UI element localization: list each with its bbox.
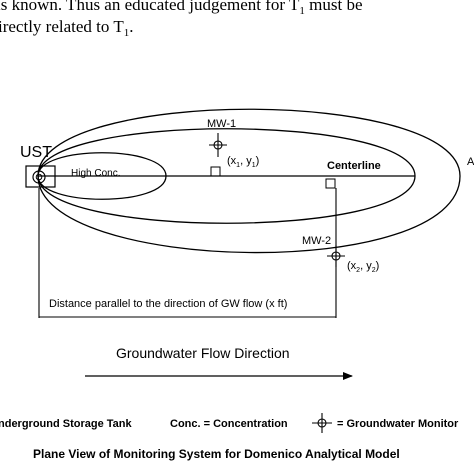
legend-ust-definition: nderground Storage Tank	[0, 418, 133, 430]
edge-cut-label: A	[467, 156, 474, 168]
mw2-label: MW-2	[302, 235, 331, 247]
ust-box	[25, 165, 56, 188]
ust-label: UST	[20, 144, 52, 161]
mw1-well-icon	[209, 133, 227, 157]
mw2-right-angle-marker	[325, 178, 336, 189]
figure-caption: Plane View of Monitoring System for Dome…	[33, 447, 400, 461]
legend-mw-definition: = Groundwater Monitor	[337, 418, 459, 430]
mw1-right-angle-marker	[210, 166, 221, 177]
body-text-line-2: irectly related to T1.	[0, 17, 133, 39]
body-text-line-1: is known. Thus an educated judgement for…	[0, 0, 363, 17]
distance-label: Distance parallel to the direction of GW…	[49, 298, 287, 310]
mw1-coordinate-label: (x1, y1)	[227, 155, 259, 169]
ust-circle	[32, 170, 46, 184]
legend-conc-definition: Conc. = Concentration	[170, 418, 288, 430]
mw1-label: MW-1	[207, 118, 236, 130]
mw2-well-icon	[327, 245, 345, 267]
plume-contours	[37, 108, 461, 254]
high-conc-label: High Conc.	[71, 168, 120, 179]
outer-plume-contour	[37, 108, 461, 254]
legend-well-icon	[312, 413, 332, 433]
flow-direction-label: Groundwater Flow Direction	[116, 345, 290, 361]
mw2-coordinate-label: (x2, y2)	[347, 260, 379, 274]
centerline-label: Centerline	[327, 160, 381, 172]
ust-symbol	[25, 165, 56, 188]
ust-inner-circle	[35, 173, 43, 181]
